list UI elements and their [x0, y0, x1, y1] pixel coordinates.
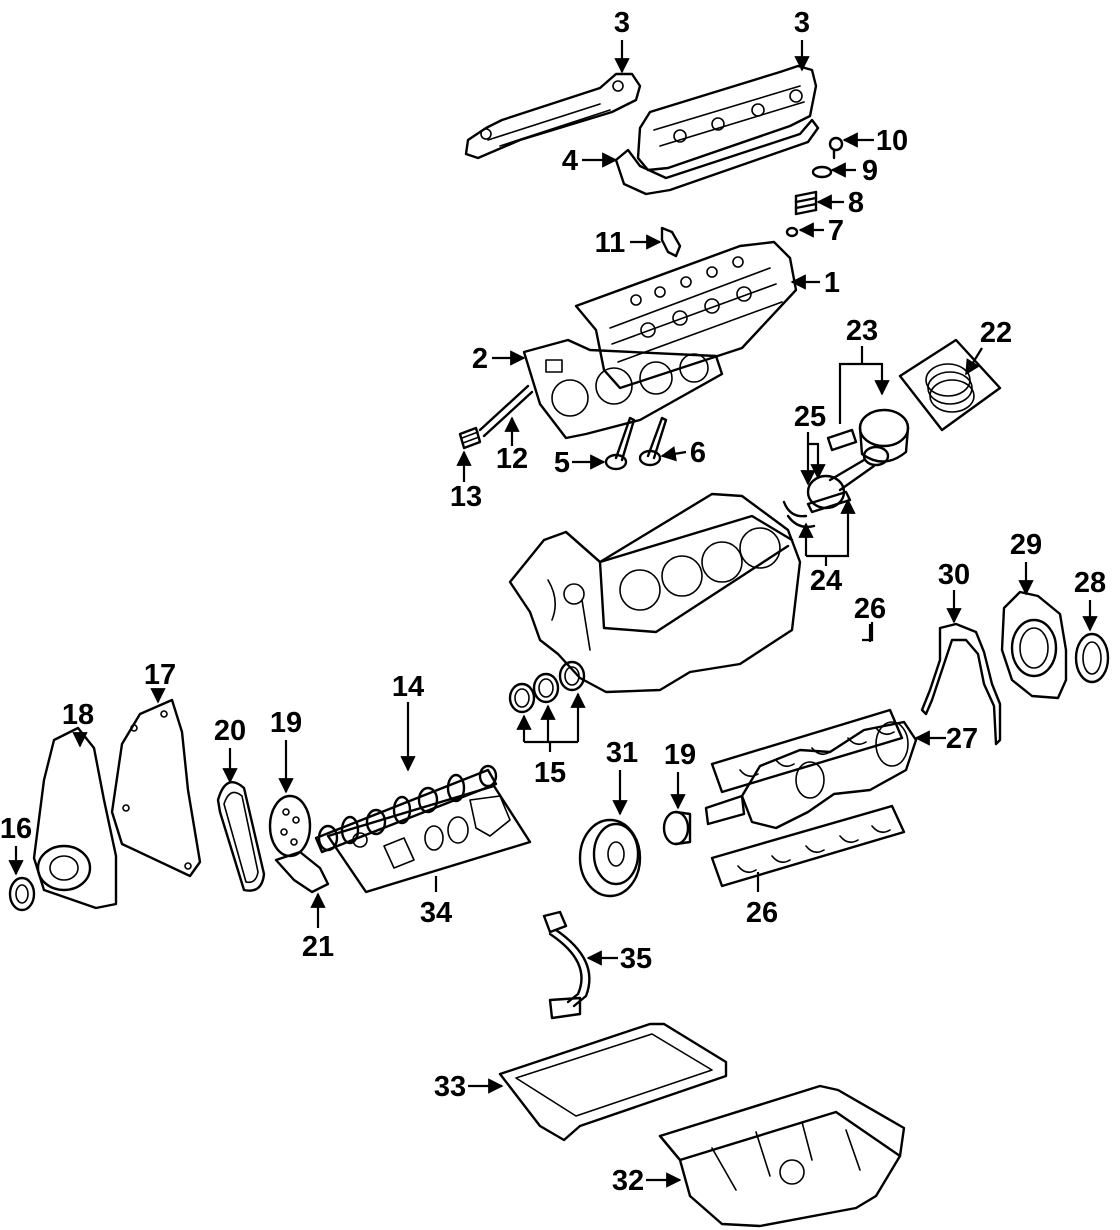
- pushrod: [478, 384, 534, 438]
- cylinder-head: [574, 240, 798, 390]
- piston-rings: [898, 338, 1002, 432]
- callout-16: 16: [0, 813, 32, 845]
- callout-7: 7: [828, 215, 844, 247]
- callout-32: 32: [612, 1165, 644, 1197]
- callout-labels: 3 3 10 4 9 8 7 11 1 23 22 2 25 12 5 6 13…: [0, 7, 1106, 1197]
- oil-pump-kit: [326, 784, 532, 894]
- callout-26-upper: 26: [854, 593, 886, 625]
- callout-19-crank: 19: [664, 739, 696, 771]
- callout-9: 9: [862, 155, 878, 187]
- callout-15: 15: [534, 757, 566, 789]
- valve-lifter: [458, 426, 482, 450]
- callout-leaders: [8, 40, 1098, 1188]
- callout-20: 20: [214, 715, 246, 747]
- callout-33: 33: [434, 1071, 466, 1103]
- callout-17: 17: [144, 659, 176, 691]
- crankshaft: [704, 720, 918, 830]
- callout-28: 28: [1074, 567, 1106, 599]
- valve-cover-left: [464, 72, 642, 160]
- callout-29: 29: [1010, 529, 1042, 561]
- valve-spring: [794, 190, 818, 216]
- harmonic-balancer: [578, 818, 642, 898]
- timing-chain: [216, 781, 266, 892]
- rear-cover-gasket: [920, 622, 1002, 746]
- piston-pin: [826, 428, 858, 452]
- callout-30: 30: [938, 559, 970, 591]
- callout-13: 13: [450, 481, 482, 513]
- main-bearings-lower: [710, 804, 906, 888]
- oil-pickup-tube: [542, 910, 591, 1020]
- callout-19-cam: 19: [270, 707, 302, 739]
- callout-31: 31: [606, 737, 638, 769]
- valve-cover-bolt: [828, 136, 844, 160]
- rocker-arm: [660, 226, 682, 258]
- callout-24: 24: [810, 565, 842, 597]
- callout-1: 1: [824, 267, 840, 299]
- callout-14: 14: [392, 671, 424, 703]
- exhaust-valve: [638, 416, 668, 467]
- callout-27: 27: [946, 723, 978, 755]
- head-gasket: [522, 338, 724, 440]
- piston: [858, 408, 910, 463]
- camshaft: [314, 764, 498, 854]
- oil-pan-gasket: [498, 1022, 728, 1142]
- camshaft-sprocket: [268, 794, 312, 858]
- crankshaft-sprocket: [662, 810, 692, 846]
- callout-18: 18: [62, 699, 94, 731]
- callout-25: 25: [794, 401, 826, 433]
- engine-block: [508, 492, 802, 694]
- valve-seal: [785, 226, 799, 238]
- connecting-rod: [806, 445, 890, 514]
- rear-seal-housing: [1000, 590, 1068, 700]
- intake-valve: [604, 416, 636, 471]
- callout-5: 5: [554, 447, 570, 479]
- callout-8: 8: [848, 187, 864, 219]
- callout-2: 2: [472, 343, 488, 375]
- valve-cover-gasket: [614, 118, 820, 196]
- front-cover-gasket: [110, 698, 202, 878]
- callout-10: 10: [876, 125, 908, 157]
- callout-6: 6: [690, 437, 706, 469]
- callout-21: 21: [302, 931, 334, 963]
- main-bearings-upper: [710, 708, 904, 794]
- callout-34: 34: [420, 897, 452, 929]
- front-crank-seal: [8, 876, 36, 912]
- valve-spring-retainer: [811, 165, 833, 179]
- callout-35: 35: [620, 943, 652, 975]
- callout-23: 23: [846, 315, 878, 347]
- valve-cover-right: [636, 64, 818, 172]
- callout-12: 12: [496, 443, 528, 475]
- front-cover: [32, 726, 118, 910]
- callout-3-right: 3: [794, 7, 810, 39]
- callout-4: 4: [562, 145, 578, 177]
- oil-pan: [658, 1084, 906, 1228]
- callout-26-lower: 26: [746, 897, 778, 929]
- callout-11: 11: [595, 227, 626, 259]
- callout-22: 22: [980, 317, 1012, 349]
- callout-3-left: 3: [614, 7, 630, 39]
- rear-main-seal: [1074, 632, 1110, 684]
- chain-tensioner: [274, 850, 330, 894]
- camshaft-bearings: [508, 660, 586, 714]
